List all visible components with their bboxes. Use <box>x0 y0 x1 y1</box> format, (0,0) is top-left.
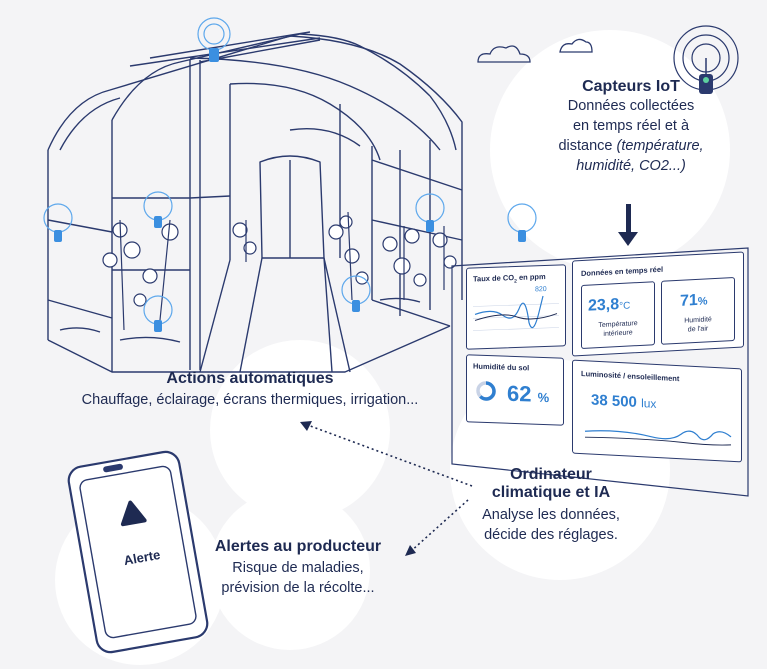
light-unit: lux <box>641 396 657 411</box>
sensor-icons <box>43 17 537 332</box>
soil-panel: Humidité du sol 62 % <box>466 354 564 426</box>
alerts-desc-1: Risque de maladies, <box>232 560 364 576</box>
realtime-panel: Données en temps réel 23,8°C Température… <box>572 251 744 357</box>
temp-number: 23,8 <box>588 296 620 315</box>
light-panel-title: Luminosité / ensoleillement <box>581 369 680 384</box>
computer-block: Ordinateur climatique et IA Analyse les … <box>456 466 646 545</box>
sensors-desc-2: en temps réel et à <box>572 118 690 134</box>
computer-title-2: climatique et IA <box>491 484 611 501</box>
computer-title-1: Ordinateur <box>510 466 592 483</box>
alerts-title: Alertes au producteur <box>214 538 382 555</box>
sensor-icon <box>143 295 173 332</box>
co2-title-suffix: en ppm <box>516 271 546 282</box>
phone-icon <box>67 450 209 654</box>
hum-value: 71% <box>680 291 708 310</box>
actions-desc: Chauffage, éclairage, écrans thermiques,… <box>81 392 419 408</box>
temp-unit: °C <box>619 300 631 313</box>
realtime-panel-title: Données en temps réel <box>581 264 664 279</box>
sensor-icon <box>143 191 173 228</box>
alerts-block: Alertes au producteur Risque de maladies… <box>200 538 396 598</box>
greenhouse <box>47 31 463 373</box>
soil-gauge-icon <box>476 381 496 401</box>
soil-value: 62 % <box>507 381 549 408</box>
alerts-desc-2: prévision de la récolte... <box>221 580 375 596</box>
sensors-desc-3: distance (température, <box>536 136 726 156</box>
arrow-head-icon <box>300 421 312 431</box>
sensor-icon <box>507 203 537 242</box>
co2-title-prefix: Taux de CO <box>473 273 515 284</box>
computer-desc-1: Analyse les données, <box>482 507 620 523</box>
sensor-icon <box>415 193 445 232</box>
sensors-title: Capteurs IoT <box>582 78 680 95</box>
tomato-plants <box>102 211 457 331</box>
sensors-desc-3b: (température, <box>616 138 704 154</box>
light-line-chart <box>584 430 732 446</box>
bg-blob-actions <box>210 340 390 520</box>
co2-panel: Taux de CO2 en ppm 820 <box>466 264 566 350</box>
soil-number: 62 <box>507 380 532 407</box>
hum-unit: % <box>697 295 708 308</box>
sensors-block: Capteurs IoT Données collectées en temps… <box>536 78 726 176</box>
hum-number: 71 <box>680 291 698 310</box>
actions-block: Actions automatiques Chauffage, éclairag… <box>40 370 460 410</box>
soil-panel-title: Humidité du sol <box>473 361 530 373</box>
arrow-head-icon <box>405 545 416 556</box>
co2-panel-title: Taux de CO2 en ppm <box>473 272 546 286</box>
sensors-desc-4: humidité, CO2...) <box>576 158 686 174</box>
soil-unit: % <box>537 389 550 406</box>
arrow-down-icon <box>618 204 638 246</box>
iot-antenna-icon <box>673 25 739 94</box>
sensors-desc-3a: distance <box>558 138 613 154</box>
sensors-desc-1: Données collectées <box>567 98 695 114</box>
cloud-icon <box>477 38 593 63</box>
co2-line-chart <box>473 295 559 331</box>
actions-title: Actions automatiques <box>166 370 334 387</box>
bg-blob-alerts <box>210 490 370 650</box>
temp-value: 23,8°C <box>588 295 630 315</box>
bg-blob-sensors <box>490 30 730 270</box>
computer-desc-2: décide des réglages. <box>484 527 618 543</box>
sensor-icon <box>341 275 371 312</box>
dashboard-frame <box>451 247 749 497</box>
sensor-icon <box>43 203 73 242</box>
sensor-icon <box>197 17 231 62</box>
light-panel: Luminosité / ensoleillement 38 500 lux <box>572 359 742 463</box>
